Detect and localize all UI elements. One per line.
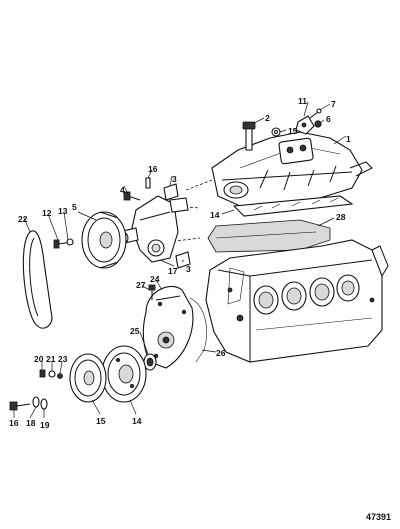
- callout-12: 12: [42, 208, 52, 218]
- callout-15-top: 15: [288, 126, 298, 136]
- timing-cover: [142, 285, 194, 369]
- callout-11: 11: [298, 96, 307, 106]
- callout-26: 26: [216, 348, 226, 358]
- water-pump-gasket-lower: [175, 251, 191, 269]
- pin-16: [145, 177, 151, 189]
- timing-cover-gasket: [189, 297, 207, 363]
- pump-pulley: [81, 211, 127, 269]
- callout-19: 19: [40, 420, 50, 430]
- figure-number: 47391: [366, 512, 391, 522]
- callout-14-bottom: 14: [132, 416, 142, 426]
- callout-18: 18: [26, 418, 36, 428]
- manifold-gasket: [232, 195, 354, 217]
- water-pump-gasket-top: [163, 183, 179, 201]
- callout-14-top: 14: [210, 210, 220, 220]
- crank-pulley: [69, 353, 107, 403]
- water-pump: [115, 195, 189, 263]
- callout-28: 28: [336, 212, 346, 222]
- callout-24: 24: [150, 274, 160, 284]
- callout-27: 27: [136, 280, 146, 290]
- crank-bolt-16: [9, 401, 31, 411]
- callout-3-top: 3: [172, 174, 177, 184]
- washers-18-19: [32, 396, 48, 410]
- manifold-washer-15: [271, 127, 281, 137]
- pump-bolt-4: [123, 191, 141, 201]
- callouts: 1 2 7 11 15 6 3 4 16 5 12 13 22 14 28 17…: [9, 96, 351, 430]
- callout-7: 7: [331, 99, 336, 109]
- leader-lines: [13, 101, 347, 419]
- callout-4: 4: [120, 185, 125, 195]
- callout-5: 5: [72, 202, 77, 212]
- manifold-nut-6: [314, 120, 322, 128]
- bolt-12-washer-13: [53, 238, 74, 249]
- manifold-bracket-11: [295, 115, 315, 135]
- callout-6: 6: [326, 114, 331, 124]
- callout-15-bottom: 15: [96, 416, 106, 426]
- bolt-20-washer-21-spacer-23: [39, 369, 63, 379]
- manifold-stud-7: [309, 108, 322, 119]
- callout-20: 20: [34, 354, 44, 364]
- callout-13: 13: [58, 206, 68, 216]
- callout-23: 23: [58, 354, 68, 364]
- callout-3-lower: 3: [186, 264, 191, 274]
- callout-22: 22: [18, 214, 28, 224]
- callout-25: 25: [130, 326, 140, 336]
- harmonic-balancer: [101, 345, 147, 403]
- callout-1: 1: [346, 134, 351, 144]
- callout-2: 2: [265, 113, 270, 123]
- callout-16-top: 16: [148, 164, 158, 174]
- drive-belt: [22, 230, 53, 329]
- valley-plate: [207, 219, 331, 253]
- engine-block: [205, 239, 389, 363]
- callout-21: 21: [46, 354, 56, 364]
- cover-bolt-27: [148, 284, 156, 300]
- callout-17: 17: [168, 266, 178, 276]
- callout-16-bottom: 16: [9, 418, 19, 428]
